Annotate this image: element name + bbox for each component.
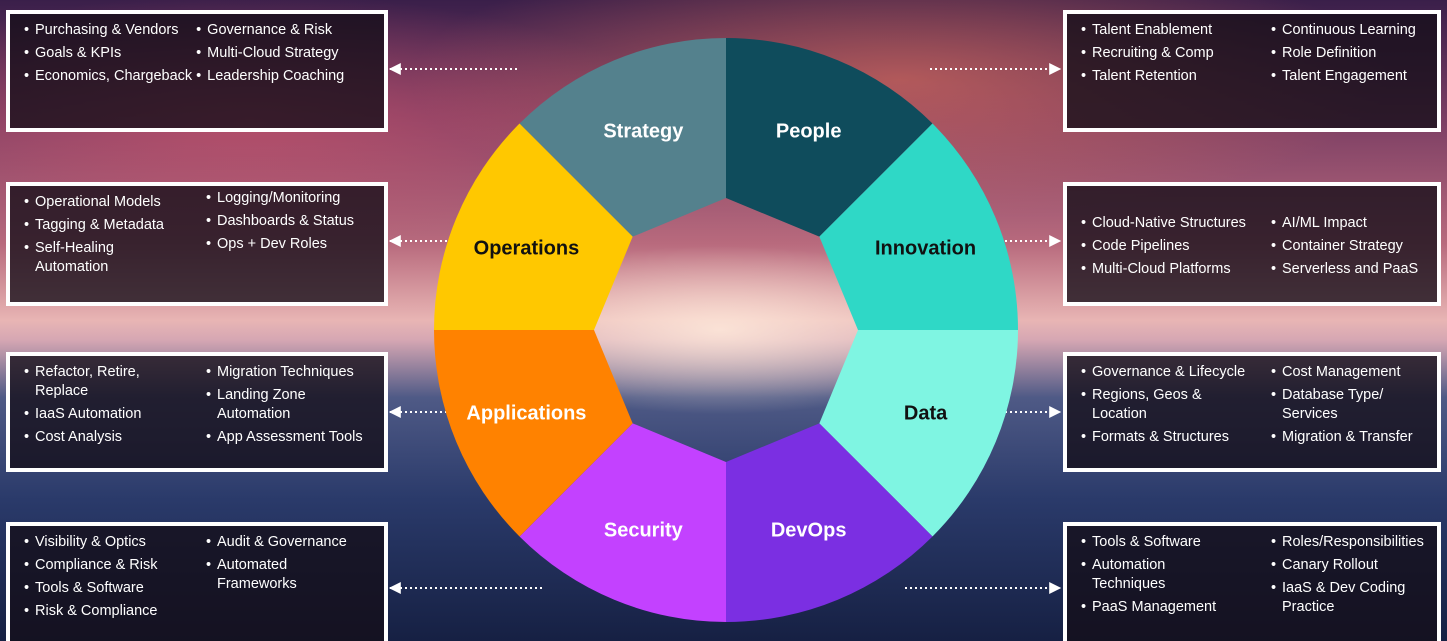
segment-label-people: People <box>776 120 842 142</box>
devops-col-2: •Roles/Responsibilities •Canary Rollout … <box>1271 531 1424 636</box>
list-item: •Migration Techniques <box>206 364 354 380</box>
data-col-1: •Governance & Lifecycle •Regions, Geos &… <box>1081 361 1261 463</box>
list-item: •Tools & Software <box>24 580 144 596</box>
list-item: •Tools & Software <box>1081 534 1201 550</box>
list-item: •Ops + Dev Roles <box>206 236 328 252</box>
applications-col-1: •Refactor, Retire, Replace •IaaS Automat… <box>24 361 196 463</box>
segment-label-data: Data <box>904 403 948 425</box>
list-item: •Talent Engagement <box>1271 68 1407 84</box>
operations-details-box: •Operational Models •Tagging & Metadata … <box>6 182 388 306</box>
list-item: •Tagging & Metadata <box>24 217 164 233</box>
list-item: •Logging/Monitoring <box>206 190 341 206</box>
list-item: •Automation Techniques <box>1081 557 1166 592</box>
list-item: •Refactor, Retire, Replace <box>24 364 140 399</box>
devops-col-1: •Tools & Software •Automation Techniques… <box>1081 531 1261 636</box>
innovation-col-2: •AI/ML Impact •Container Strategy •Serve… <box>1271 212 1418 297</box>
segment-operations <box>434 123 633 331</box>
applications-col-2: •Migration Techniques •Landing Zone Auto… <box>206 361 363 463</box>
list-item: •Governance & Lifecycle <box>1081 364 1246 380</box>
list-item: •Multi-Cloud Platforms <box>1081 261 1231 277</box>
list-item: •Cost Analysis <box>24 429 123 445</box>
list-item: •Compliance & Risk <box>24 557 158 573</box>
operations-col-2: •Logging/Monitoring •Dashboards & Status… <box>206 187 354 297</box>
list-item: •Dashboards & Status <box>206 213 355 229</box>
list-item: •IaaS Automation <box>24 406 142 422</box>
segment-security <box>519 423 726 622</box>
list-item: •PaaS Management <box>1081 599 1217 615</box>
people-col-2: •Continuous Learning •Role Definition •T… <box>1271 19 1416 123</box>
list-item: •Role Definition <box>1271 45 1377 61</box>
list-item: •Migration & Transfer <box>1271 429 1413 445</box>
security-col-1: •Visibility & Optics •Compliance & Risk … <box>24 531 196 636</box>
segment-label-strategy: Strategy <box>603 120 684 142</box>
list-item: •Database Type/ Services <box>1271 387 1384 422</box>
list-item: •Continuous Learning <box>1271 22 1416 38</box>
list-item: •Self-Healing Automation <box>24 240 114 275</box>
list-item: •Formats & Structures <box>1081 429 1229 445</box>
segment-innovation <box>819 123 1018 331</box>
list-item: •Canary Rollout <box>1271 557 1378 573</box>
list-item: •Automated Frameworks <box>206 557 297 592</box>
list-item: •Container Strategy <box>1271 238 1403 254</box>
operations-col-1: •Operational Models •Tagging & Metadata … <box>24 191 196 297</box>
segment-label-applications: Applications <box>466 403 586 425</box>
strategy-details-box: •Purchasing & Vendors •Goals & KPIs •Eco… <box>6 10 388 132</box>
list-item: •Governance & Risk <box>196 22 333 38</box>
segment-applications <box>434 330 633 537</box>
data-details-box: •Governance & Lifecycle •Regions, Geos &… <box>1063 352 1441 472</box>
security-col-2: •Audit & Governance •Automated Framework… <box>206 531 347 636</box>
list-item: •Talent Retention <box>1081 68 1197 84</box>
segment-people <box>726 38 933 237</box>
list-item: •Risk & Compliance <box>24 603 158 619</box>
list-item: •Code Pipelines <box>1081 238 1190 254</box>
segment-devops <box>726 423 933 622</box>
list-item: •Recruiting & Comp <box>1081 45 1214 61</box>
list-item: •Multi-Cloud Strategy <box>196 45 339 61</box>
list-item: •Cost Management <box>1271 364 1401 380</box>
list-item: •Purchasing & Vendors <box>24 22 179 38</box>
strategy-col-1: •Purchasing & Vendors •Goals & KPIs •Eco… <box>24 19 192 123</box>
list-item: •Leadership Coaching <box>196 68 345 84</box>
list-item: •Talent Enablement <box>1081 22 1213 38</box>
segment-strategy <box>519 37 726 237</box>
segment-label-security: Security <box>604 520 684 542</box>
list-item: •App Assessment Tools <box>206 429 363 445</box>
people-col-1: •Talent Enablement •Recruiting & Comp •T… <box>1081 19 1261 123</box>
list-item: •Roles/Responsibilities <box>1271 534 1424 550</box>
innovation-details-box: •Cloud-Native Structures •Code Pipelines… <box>1063 182 1441 306</box>
segment-data <box>819 330 1018 537</box>
innovation-col-1: •Cloud-Native Structures •Code Pipelines… <box>1081 212 1261 297</box>
list-item: •Serverless and PaaS <box>1271 261 1419 277</box>
segment-label-devops: DevOps <box>771 520 847 542</box>
list-item: •Visibility & Optics <box>24 534 146 550</box>
list-item: •Economics, Chargeback <box>24 68 193 84</box>
list-item: •Operational Models <box>24 194 161 210</box>
list-item: •Regions, Geos & Location <box>1081 387 1202 422</box>
applications-details-box: •Refactor, Retire, Replace •IaaS Automat… <box>6 352 388 472</box>
devops-details-box: •Tools & Software •Automation Techniques… <box>1063 522 1441 641</box>
people-details-box: •Talent Enablement •Recruiting & Comp •T… <box>1063 10 1441 132</box>
data-col-2: •Cost Management •Database Type/ Service… <box>1271 361 1413 463</box>
strategy-col-2: •Governance & Risk •Multi-Cloud Strategy… <box>196 19 344 123</box>
list-item: •Cloud-Native Structures <box>1081 215 1246 231</box>
connector-lines <box>388 63 1062 594</box>
list-item: •Audit & Governance <box>206 534 347 550</box>
security-details-box: •Visibility & Optics •Compliance & Risk … <box>6 522 388 641</box>
list-item: •Landing Zone Automation <box>206 387 306 422</box>
list-item: •Goals & KPIs <box>24 45 122 61</box>
list-item: •AI/ML Impact <box>1271 215 1367 231</box>
segment-label-innovation: Innovation <box>875 237 976 259</box>
segment-label-operations: Operations <box>474 237 580 259</box>
list-item: •IaaS & Dev Coding Practice <box>1271 580 1406 615</box>
